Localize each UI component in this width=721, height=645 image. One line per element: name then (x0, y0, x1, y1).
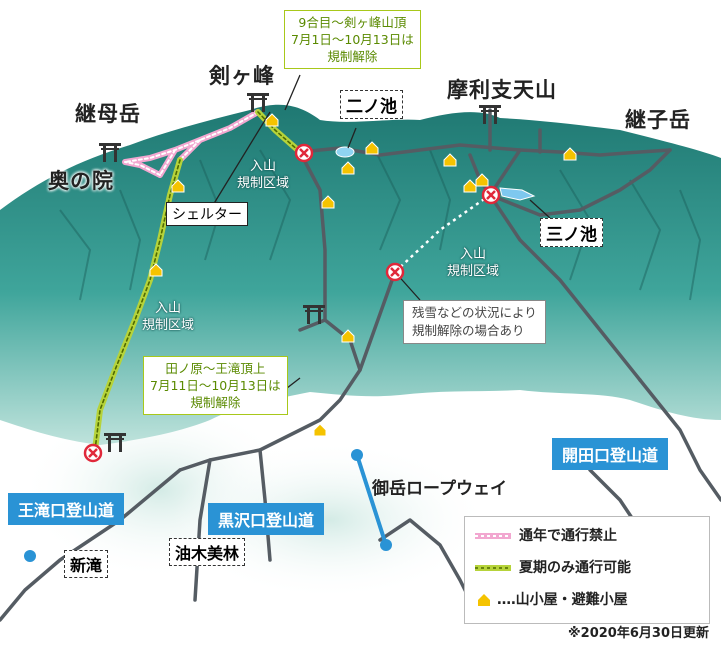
sannoike-pond (499, 187, 536, 201)
legend-closed-swatch (475, 533, 511, 539)
peak-label-tsuguhaha: 継母岳 (75, 102, 141, 126)
no-entry-marker-icon (83, 143, 501, 463)
ropeway-label: 御岳ロープウェイ (372, 479, 507, 499)
hut-icon (478, 594, 490, 606)
route-tag-otaki: 王滝口登山道 (8, 493, 125, 525)
peak-label-tsurugigamine: 剣ヶ峰 (209, 64, 275, 88)
place-label-yuki-forest: 油木美林 (169, 538, 246, 566)
legend-row-huts: ‥‥山小屋・避難小屋 (475, 589, 628, 609)
trail-network (0, 108, 721, 622)
ropeway-top-station (351, 449, 363, 461)
pond-label-sannoike: 三ノ池 (540, 218, 603, 247)
peak-label-okunoin: 奥の院 (48, 169, 114, 193)
torii-gate-icon (99, 93, 501, 452)
ridge-texture (59, 139, 702, 301)
restricted-zone-east: 入山 規制区域 (447, 247, 500, 279)
ninoike-pond (335, 146, 355, 158)
legend-summer-swatch (475, 565, 511, 571)
route-tag-kaida: 開田口登山道 (552, 438, 669, 470)
peak-label-marishiten: 摩利支天山 (447, 78, 557, 102)
note-east-conditional: 残雪などの状況により規制解除の場合あり (403, 300, 546, 344)
shelter-label: シェルター (166, 202, 248, 226)
forest-glow-mid (170, 440, 490, 600)
restricted-zone-summit: 入山 規制区域 (237, 159, 290, 191)
pond-label-ninoike: 二ノ池 (340, 90, 403, 119)
place-label-shintaki: 新滝 (64, 550, 109, 578)
updated-date: ※2020年6月30日更新 (568, 626, 709, 641)
restricted-zone-west: 入山 規制区域 (142, 301, 195, 333)
ropeway-bottom-station (380, 539, 392, 551)
mountain-hut-icon (149, 113, 577, 437)
legend: 通年で通行禁止 夏期のみ通行可能 ‥‥山小屋・避難小屋 (464, 516, 710, 624)
closed-trail (122, 109, 261, 178)
peak-label-tsuguko: 継子岳 (625, 108, 691, 132)
legend-row-closed: 通年で通行禁止 (475, 525, 617, 545)
legend-row-summer: 夏期のみ通行可能 (475, 557, 631, 577)
shintaki-marker (24, 550, 36, 562)
route-tag-kurosawa: 黒沢口登山道 (208, 503, 325, 535)
ropeway-line (355, 454, 388, 546)
